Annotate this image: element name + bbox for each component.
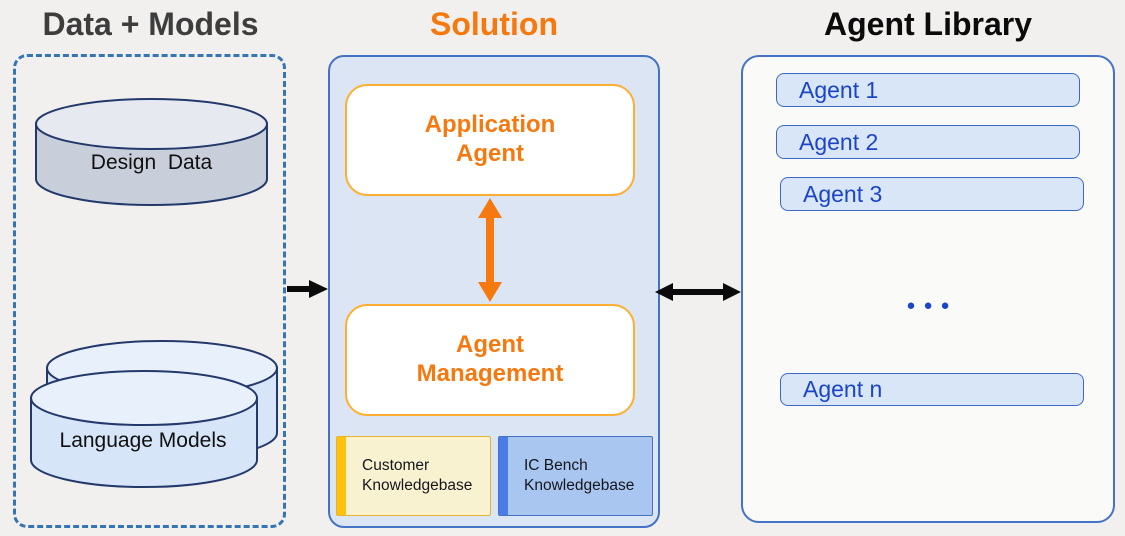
bidirectional-arrow-vertical-icon [478, 198, 502, 302]
icbench-knowledgebase-card: IC Bench Knowledgebase [498, 436, 653, 516]
language-models-cylinders-icon [30, 340, 278, 488]
customer-knowledgebase-label: Customer Knowledgebase [362, 456, 473, 494]
customer-knowledgebase-accent-bar [337, 437, 346, 515]
icbench-knowledgebase-accent-bar [499, 437, 508, 515]
application-agent-label: Application Agent [424, 111, 556, 167]
agent-management-box: Agent Management [345, 304, 635, 416]
application-agent-box: Application Agent [345, 84, 635, 196]
icbench-knowledgebase-label: IC Bench Knowledgebase [524, 456, 635, 494]
solution-title: Solution [430, 5, 558, 42]
agent-item-n: Agent n [780, 373, 1084, 406]
agent-library-title: Agent Library [823, 5, 1033, 42]
design-data-cylinder-icon [35, 98, 268, 206]
customer-knowledgebase-card: Customer Knowledgebase [336, 436, 491, 516]
agent-management-label: Agent Management [416, 331, 564, 387]
bidirectional-arrow-horizontal-icon [655, 283, 741, 301]
flow-arrow-right-icon [287, 280, 328, 298]
agent-item-3: Agent 3 [780, 177, 1084, 211]
data-models-title: Data + Models [42, 5, 259, 42]
language-models-label: Language Models [59, 429, 227, 452]
ellipsis-dots-icon: ●●● [906, 296, 958, 314]
data-models-panel [13, 54, 286, 528]
agent-item-2: Agent 2 [776, 125, 1080, 159]
agent-item-1: Agent 1 [776, 73, 1080, 107]
design-data-label: Design Data [90, 151, 213, 174]
